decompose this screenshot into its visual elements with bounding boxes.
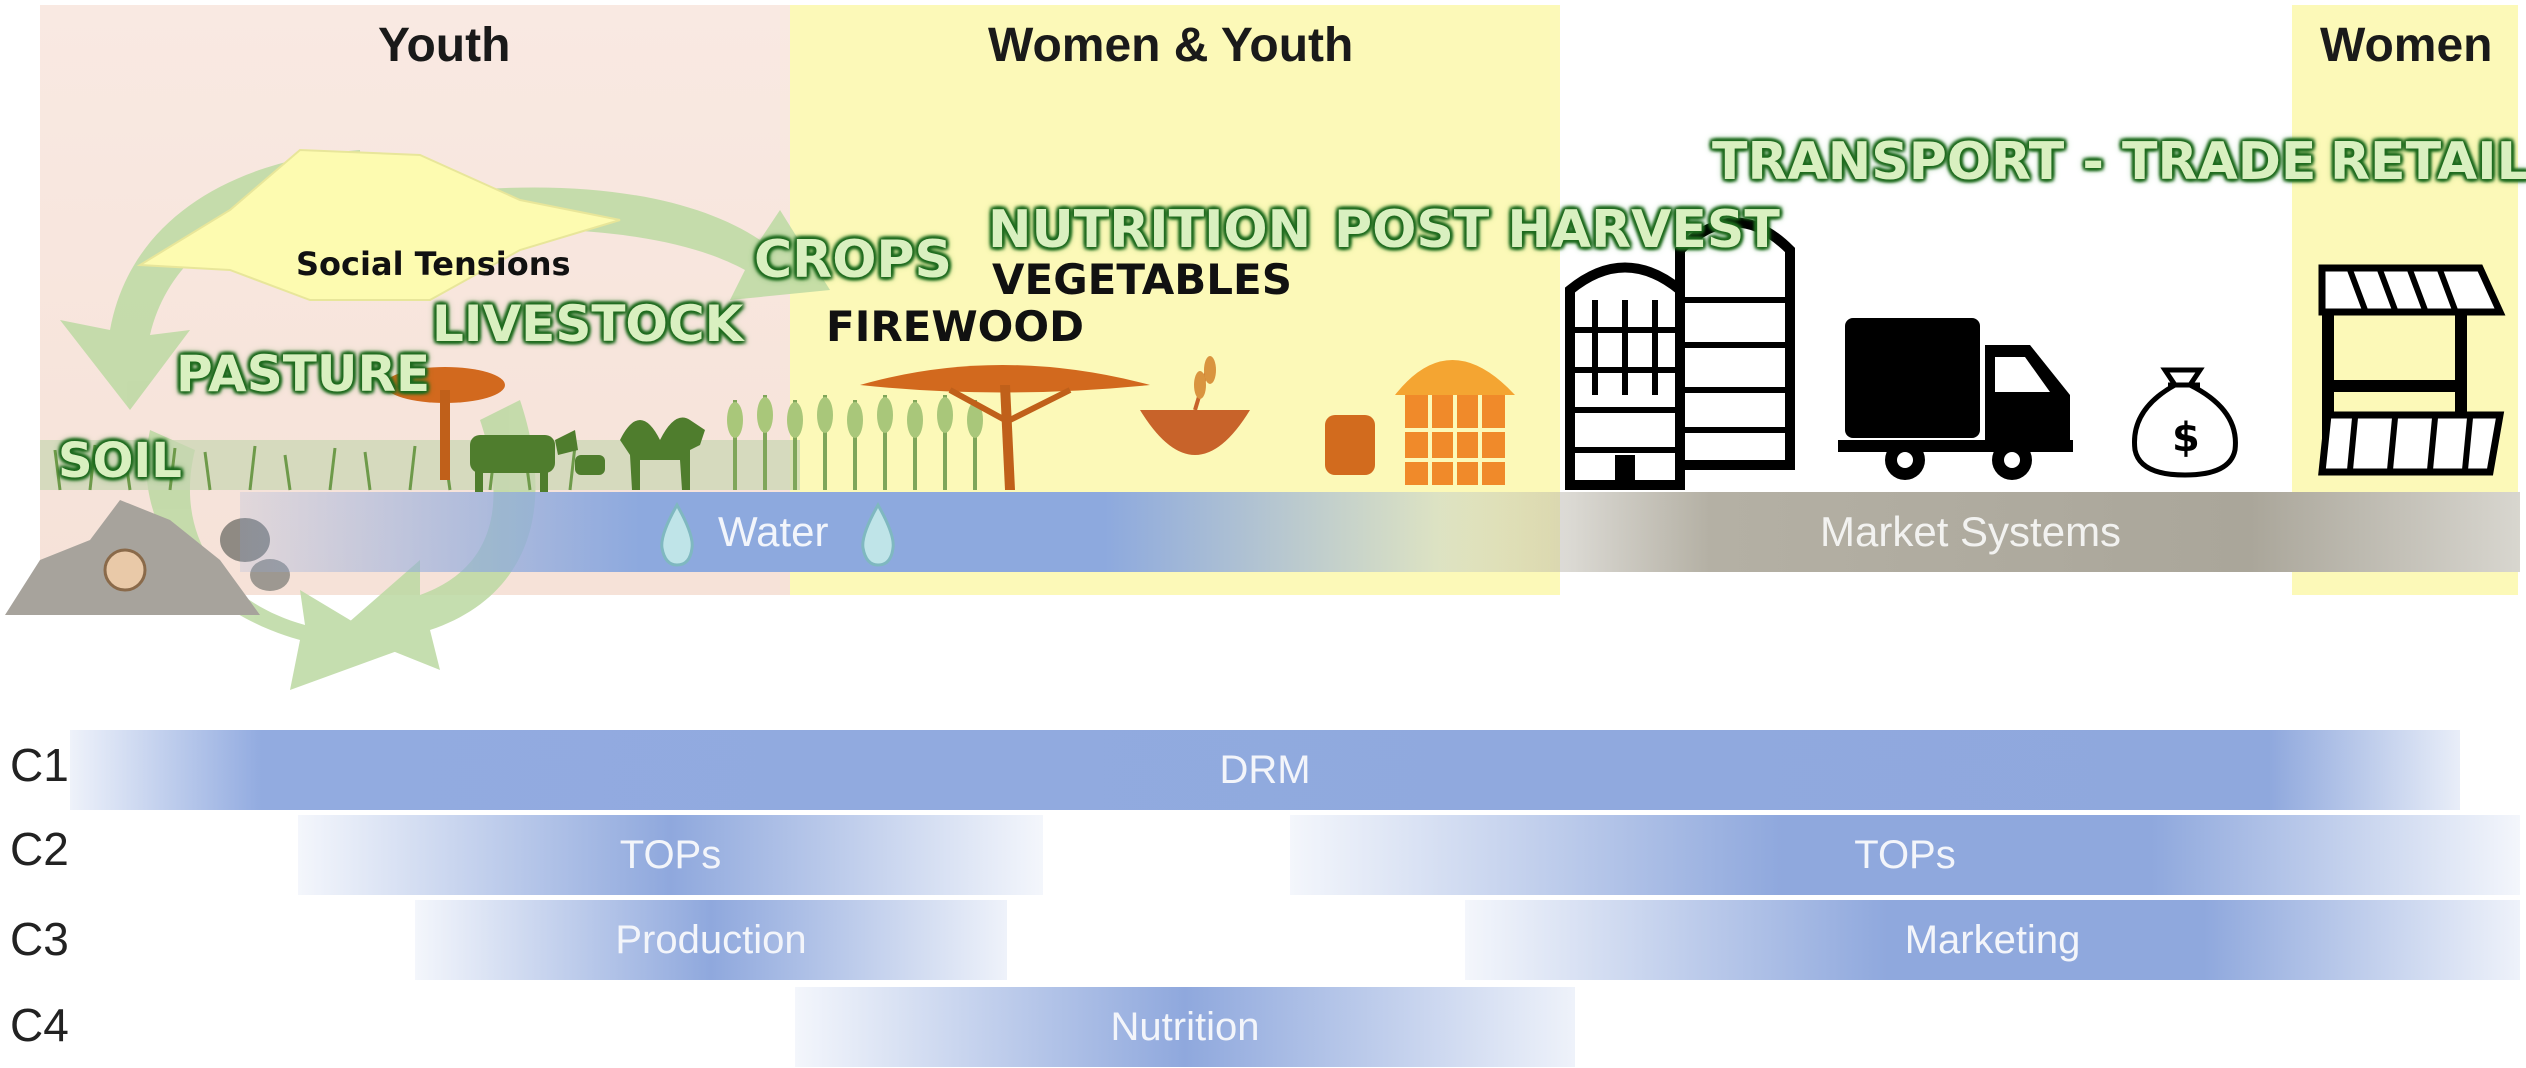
label-post-harvest: POST HARVEST [1334, 200, 1780, 260]
water-label: Water [718, 508, 829, 555]
label-firewood: FIREWOOD [826, 302, 1084, 351]
women-youth-header: Women & Youth [988, 19, 1354, 72]
youth-header: Youth [378, 19, 511, 72]
label-soil: SOIL [58, 433, 182, 489]
label-livestock: LIVESTOCK [432, 295, 744, 353]
retail-stall-icon [2318, 264, 2506, 476]
market-systems-band [1440, 492, 2520, 572]
livestock-icon [470, 417, 705, 492]
bar-c1-drm: DRM [70, 730, 2460, 810]
nutrition-bowl-icon [1140, 356, 1250, 455]
firewood-tree-icon [860, 365, 1150, 490]
bar-c3-production: Production [415, 900, 1007, 980]
bar-c3-marketing: Marketing [1465, 900, 2520, 980]
label-vegetables: VEGETABLES [992, 255, 1292, 304]
label-nutrition: NUTRITION [988, 200, 1312, 260]
money-bag-icon [2122, 338, 2247, 483]
label-social-tensions: Social Tensions [296, 245, 571, 283]
row-label-c1: C1 [10, 739, 69, 791]
crops-field-icon [727, 395, 983, 490]
label-pasture: PASTURE [176, 345, 431, 403]
bar-c2-tops-1: TOPs [298, 815, 1043, 895]
bar-c2-tops-2: TOPs [1290, 815, 2520, 895]
water-drop-icon [660, 501, 895, 567]
bar-c4-nutrition: Nutrition [795, 987, 1575, 1067]
water-flow-band [240, 492, 1570, 572]
label-crops: CROPS [754, 230, 952, 290]
market-systems-label: Market Systems [1820, 508, 2122, 555]
post-harvest-storage-icon [1325, 360, 1515, 485]
dollar-sign: $ [2172, 415, 2200, 461]
row-label-c2: C2 [10, 823, 69, 875]
silo-icon [1565, 217, 1795, 490]
label-transport-trade: TRANSPORT - TRADE [1712, 132, 2317, 192]
cycle-arrows-graphic [60, 148, 830, 690]
women-header: Women [2320, 19, 2493, 72]
truck-icon [1838, 318, 2073, 480]
label-retail: RETAIL [2330, 132, 2526, 192]
row-label-c3: C3 [10, 913, 69, 965]
acacia-tree-small-icon [385, 367, 505, 480]
row-label-c4: C4 [10, 999, 69, 1051]
